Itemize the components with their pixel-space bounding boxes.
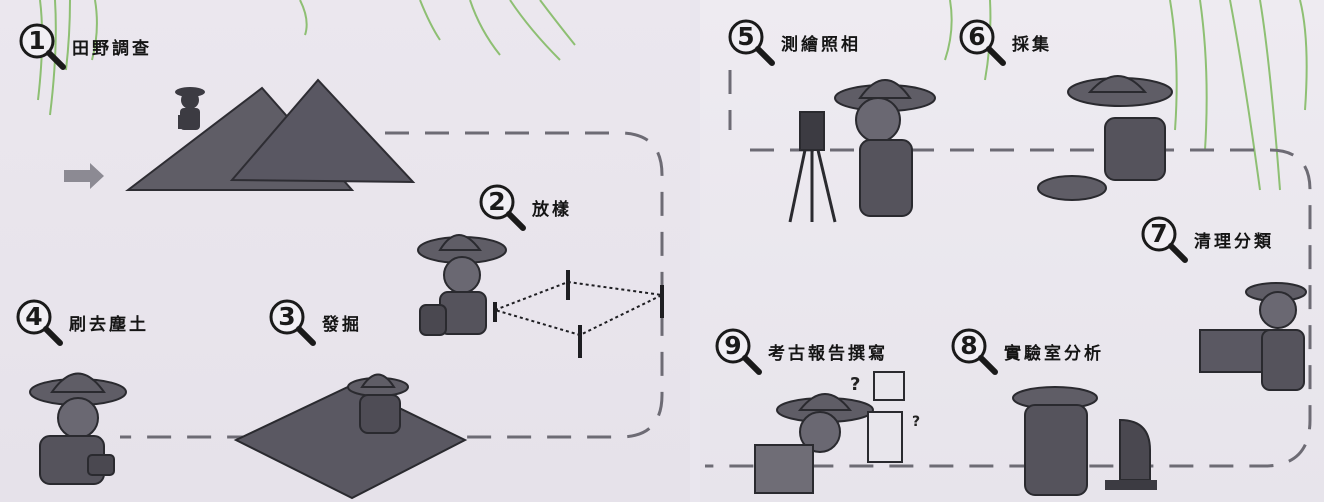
step-3: 3 發掘 <box>268 298 362 346</box>
left-illustration <box>29 0 666 500</box>
magnifier-icon: 5 <box>727 18 775 66</box>
magnifier-icon: 2 <box>478 183 526 231</box>
collector-figure <box>1037 75 1173 201</box>
step-number: 5 <box>737 22 755 51</box>
magnifier-icon: 3 <box>268 298 316 346</box>
step-9: 9 考古報告撰寫 <box>714 327 888 375</box>
mountain-2 <box>229 78 416 184</box>
step-number: 1 <box>28 26 46 55</box>
cleaning-figure <box>1199 282 1307 391</box>
foliage-left <box>37 0 576 116</box>
magnifier-icon: 8 <box>950 327 998 375</box>
step-label: 清理分類 <box>1194 231 1274 252</box>
question-mark: ? <box>850 374 861 395</box>
step-6: 6 採集 <box>958 18 1052 66</box>
step-number: 4 <box>25 302 43 331</box>
step-7: 7 清理分類 <box>1140 215 1274 263</box>
path-dashed-line <box>705 70 1312 468</box>
step-label: 發掘 <box>322 314 362 335</box>
right-illustration <box>705 0 1312 496</box>
step-number: 9 <box>724 331 742 360</box>
foliage-right <box>944 0 1308 191</box>
step-label: 刷去塵土 <box>69 314 149 335</box>
step-5: 5 測繪照相 <box>727 18 861 66</box>
step-number: 8 <box>960 331 978 360</box>
staking-figure <box>417 234 507 336</box>
excavation-pit <box>233 383 468 500</box>
brushing-figure <box>29 372 127 485</box>
lab-figure <box>1012 386 1157 496</box>
step-number: 6 <box>968 22 986 51</box>
step-number: 7 <box>1150 219 1168 248</box>
staking-grid <box>491 270 666 358</box>
step-label: 田野調查 <box>72 38 152 59</box>
step-label: 考古報告撰寫 <box>768 343 888 364</box>
magnifier-icon: 4 <box>15 298 63 346</box>
left-panel: 1 田野調查 2 放樣 3 發掘 4 刷去塵土 <box>0 0 690 502</box>
step-8: 8 實驗室分析 <box>950 327 1104 375</box>
step-label: 實驗室分析 <box>1004 343 1104 364</box>
magnifier-icon: 1 <box>18 22 66 70</box>
surveyor-figure <box>175 87 205 130</box>
step-label: 採集 <box>1012 34 1052 55</box>
step-label: 放樣 <box>532 199 572 220</box>
step-number: 3 <box>278 302 296 331</box>
arrow-icon <box>64 163 104 189</box>
step-number: 2 <box>488 187 506 216</box>
magnifier-icon: 9 <box>714 327 762 375</box>
surveyor-camera-figure <box>788 79 936 223</box>
question-mark: ? <box>912 414 921 430</box>
magnifier-icon: 6 <box>958 18 1006 66</box>
step-label: 測繪照相 <box>781 34 861 55</box>
writing-figure <box>754 371 905 494</box>
digging-figure <box>347 373 409 434</box>
right-panel: 5 測繪照相 6 採集 7 清理分類 8 實驗室分析 9 考古報告撰寫 ? ? <box>700 0 1324 502</box>
step-4: 4 刷去塵土 <box>15 298 149 346</box>
magnifier-icon: 7 <box>1140 215 1188 263</box>
step-1: 1 田野調查 <box>18 22 152 70</box>
step-2: 2 放樣 <box>478 183 572 231</box>
